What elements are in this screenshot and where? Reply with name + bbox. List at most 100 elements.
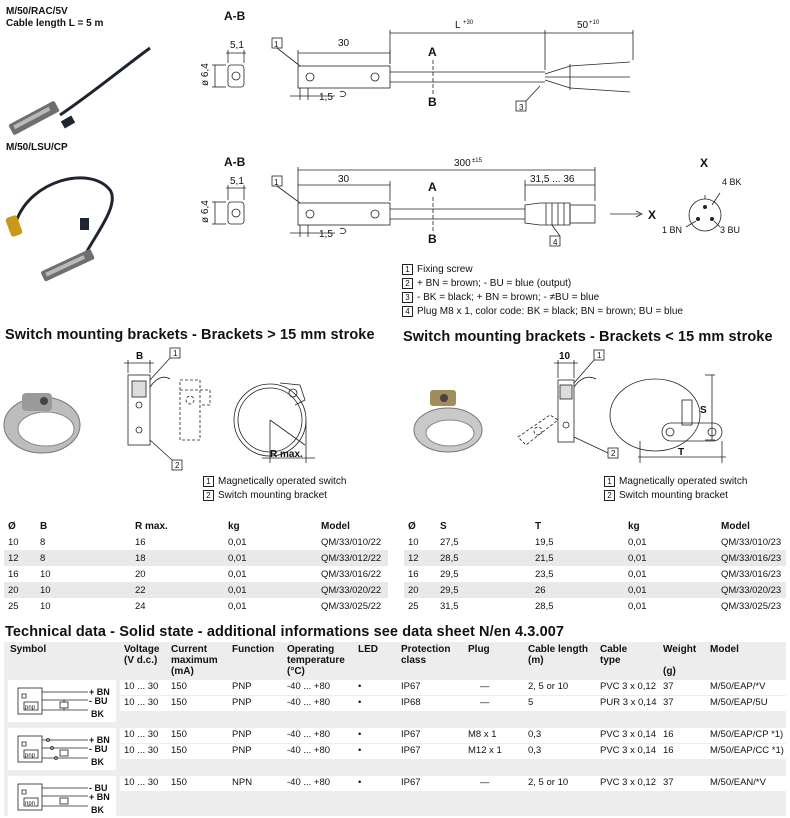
drawing2-label-b: B [428, 232, 437, 246]
wire-label: + BN [89, 687, 110, 697]
brackets-right-title: Switch mounting brackets - Brackets < 15… [403, 329, 773, 345]
wire-label: + BN [89, 792, 110, 802]
drawing1-section: A-B [224, 9, 246, 23]
cell: QM/33/010/23 [721, 536, 782, 548]
cell: QM/33/025/22 [321, 600, 382, 612]
drawing2-dim-300: 300 [454, 158, 471, 169]
drawing1-dim-len: 30 [338, 38, 350, 49]
cell: 18 [131, 550, 224, 566]
bracket-left-illustration: B 1 2 R max. [3, 347, 315, 471]
drawing2-callout4: 4 [553, 238, 558, 247]
cell: 22 [131, 582, 224, 598]
chip-label: pnp [25, 753, 36, 759]
cell: 0,01 [224, 582, 317, 598]
bracket-right-dim-10: 10 [559, 351, 571, 362]
cell: 19,5 [535, 536, 554, 548]
cell: QM/33/016/22 [321, 568, 382, 580]
legend-text: + BN = brown; - BU = blue (output) [417, 278, 572, 289]
drawing2-dim-dia: ø 6,4 [200, 200, 211, 223]
legend-text: Switch mounting bracket [619, 490, 728, 501]
bracket-right-illustration: 10 1 2 S T [413, 349, 726, 463]
cell: QM/33/020/22 [317, 582, 388, 598]
bracket-right-callout1: 1 [597, 351, 602, 360]
drawing2-label-x: X [648, 208, 656, 222]
col-header: R max. [135, 520, 168, 532]
legend-item: 1 Fixing screw [402, 264, 473, 275]
tech-col-header: Model [710, 644, 739, 655]
drawing2-callout1: 1 [274, 178, 279, 187]
drawing2-section: A-B [224, 155, 246, 169]
legend-text: Plug M8 x 1, color code: BK = black; BN … [417, 306, 683, 317]
legend-text: Switch mounting bracket [218, 490, 327, 501]
drawing1-label-a: A [428, 45, 437, 59]
wire-label: - BU [89, 783, 108, 793]
drawing1-dim-L-tol: +30 [463, 20, 474, 26]
col-header: Model [721, 520, 750, 532]
cell: 0,01 [628, 536, 647, 548]
drawing1-callout1: 1 [274, 40, 279, 49]
bracket-right-legend-2: 2 Switch mounting bracket [604, 490, 728, 501]
tech-col-header: LED [358, 644, 378, 655]
ferrite-core [60, 115, 76, 129]
tech-col-header: Weight (g) [663, 644, 697, 677]
bracket-left-dim-r: R max. [270, 449, 303, 460]
legend-item: 3- BK = black; + BN = brown; - ≠BU = blu… [402, 292, 599, 303]
product-2-name: M/50/LSU/CP [6, 142, 68, 153]
tech-col-header: Function [232, 644, 275, 655]
bracket-left-callout2: 2 [175, 461, 180, 470]
cell: QM/33/012/22 [317, 550, 388, 566]
legend-num: 1 [402, 264, 413, 275]
cell: 16 [8, 568, 19, 580]
col-header: Ø [8, 520, 16, 532]
cell: 27,5 [440, 536, 459, 548]
cell: 16 [408, 568, 419, 580]
legend-num: 2 [604, 490, 615, 501]
cell: 0,01 [628, 568, 647, 580]
technical-drawing-1: A-B 5,1 30 L +30 50 +10 ø 6,4 1,5 A B 1 … [200, 9, 634, 112]
cell: 16 [135, 536, 146, 548]
col-header: kg [628, 520, 640, 532]
wire-label: BK [91, 805, 104, 815]
legend-text: Magnetically operated switch [218, 476, 347, 487]
table-header: Ø S T kg Model [404, 518, 786, 534]
drawing1-dim-50: 50 [577, 20, 589, 31]
tech-col-header: Symbol [10, 644, 47, 655]
cell: 10 [8, 536, 19, 548]
tech-col-header: Voltage(V d.c.) [124, 644, 160, 666]
plug-face-title: X [700, 156, 708, 170]
wire-label: - BU [89, 696, 108, 706]
chip-label: npn [25, 801, 35, 807]
cell: 20 [404, 582, 436, 598]
cell: 29,5 [436, 582, 531, 598]
tech-title: Technical data - Solid state - additiona… [5, 624, 565, 640]
cell: 26 [531, 582, 624, 598]
cell: 10 [40, 600, 51, 612]
cell: 0,01 [228, 536, 247, 548]
legend-num: 2 [402, 278, 413, 289]
cell: 28,5 [535, 600, 554, 612]
drawing1-dim-L: L [455, 20, 461, 31]
col-header: Model [321, 520, 350, 532]
cell: 10 [36, 582, 131, 598]
legend-text: Fixing screw [417, 264, 473, 275]
cell: 25 [408, 600, 419, 612]
pin-bk-label: 4 BK [722, 177, 742, 187]
wiring-symbols: pnp pnp npn + BN - BU BK + BN - BU BK - … [17, 687, 110, 815]
chip-label: pnp [25, 705, 36, 711]
cell: 0,01 [628, 600, 647, 612]
cell: 29,5 [440, 568, 459, 580]
bracket-right-dim-t: T [678, 447, 684, 458]
